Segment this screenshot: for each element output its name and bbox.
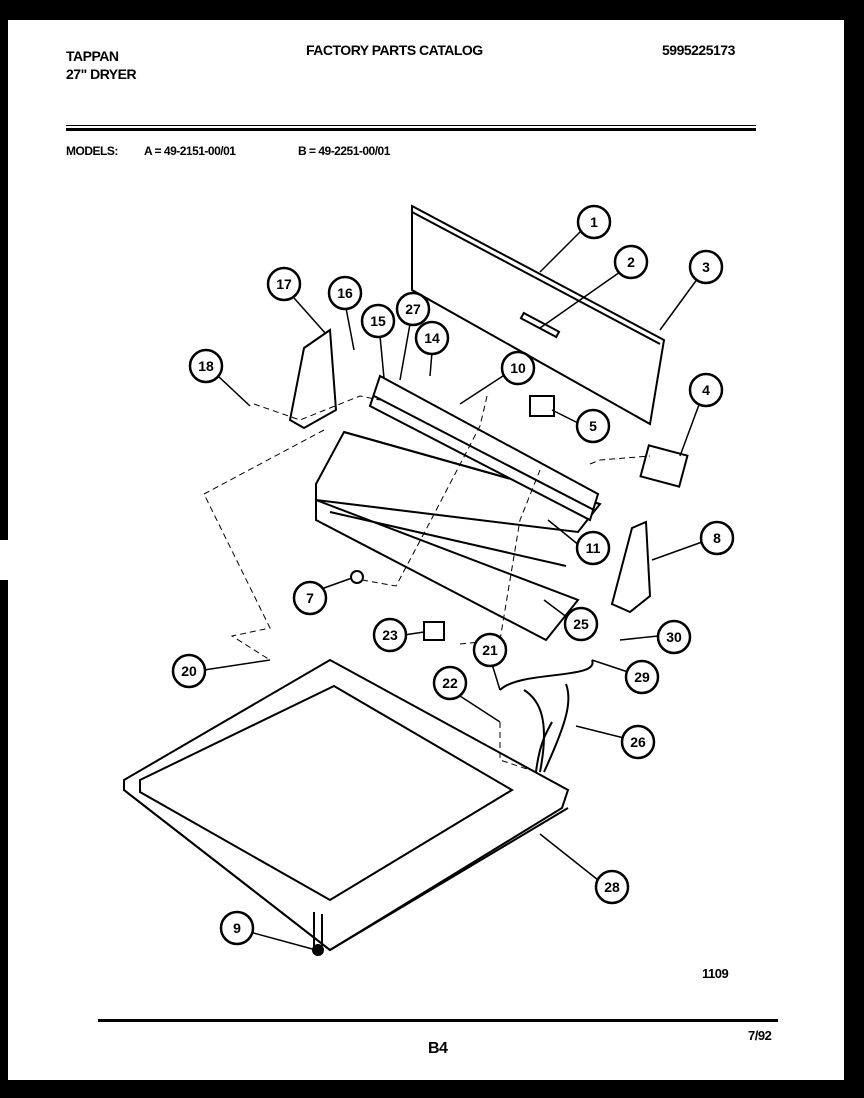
callout-20: 20 <box>171 653 207 689</box>
callout-2: 2 <box>613 244 649 280</box>
part-rear-panel <box>411 204 666 426</box>
svg-text:22: 22 <box>442 675 458 691</box>
part-knob <box>350 570 364 584</box>
callout-14: 14 <box>414 320 450 356</box>
callout-7: 7 <box>292 580 328 616</box>
svg-text:28: 28 <box>604 879 620 895</box>
model-a: A = 49-2151-00/01 <box>144 144 236 158</box>
svg-text:4: 4 <box>702 382 710 398</box>
part-end-bracket <box>288 328 338 430</box>
part-leg <box>312 944 324 956</box>
header-rule <box>66 128 756 131</box>
revision-date: 7/92 <box>748 1028 772 1043</box>
figure-number: 1109 <box>702 966 729 981</box>
svg-text:7: 7 <box>306 590 314 606</box>
svg-text:20: 20 <box>181 663 197 679</box>
part-wire-harness <box>523 689 545 773</box>
callout-25: 25 <box>563 606 599 642</box>
callout-4: 4 <box>688 372 724 408</box>
svg-text:5: 5 <box>589 418 597 434</box>
svg-text:9: 9 <box>233 920 241 936</box>
svg-text:18: 18 <box>198 358 214 374</box>
svg-text:15: 15 <box>370 313 386 329</box>
part-light-socket <box>423 621 445 641</box>
callout-26: 26 <box>620 724 656 760</box>
svg-text:27: 27 <box>405 301 421 317</box>
callout-23: 23 <box>372 617 408 653</box>
svg-text:17: 17 <box>276 276 292 292</box>
svg-text:21: 21 <box>482 642 498 658</box>
callout-27: 27 <box>395 291 431 327</box>
svg-text:25: 25 <box>573 616 589 632</box>
part-trim-strip <box>368 374 600 522</box>
svg-text:30: 30 <box>666 629 682 645</box>
callout-29: 29 <box>624 659 660 695</box>
callout-18: 18 <box>188 348 224 384</box>
callout-30: 30 <box>656 619 692 655</box>
product-name: 27" DRYER <box>66 66 137 82</box>
models-label: MODELS: <box>66 144 118 158</box>
part-end-cap <box>610 520 652 614</box>
catalog-number: 5995225173 <box>662 42 735 58</box>
callout-28: 28 <box>594 869 630 905</box>
part-timer <box>529 395 555 417</box>
part-switch <box>639 444 689 488</box>
svg-text:3: 3 <box>702 259 710 275</box>
callout-17: 17 <box>266 266 302 302</box>
callout-16: 16 <box>327 275 363 311</box>
svg-text:1: 1 <box>590 214 598 230</box>
callout-21: 21 <box>472 632 508 668</box>
svg-text:23: 23 <box>382 627 398 643</box>
header-rule-thin <box>66 125 756 126</box>
svg-text:26: 26 <box>630 734 646 750</box>
page-number: B4 <box>428 1040 448 1057</box>
callout-3: 3 <box>688 249 724 285</box>
catalog-title: FACTORY PARTS CATALOG <box>306 42 483 58</box>
svg-text:29: 29 <box>634 669 650 685</box>
callout-10: 10 <box>500 350 536 386</box>
svg-text:16: 16 <box>337 285 353 301</box>
edge-mark <box>0 540 10 580</box>
part-cabinet-top <box>123 658 570 952</box>
part-hinge <box>519 311 561 339</box>
callout-5: 5 <box>575 408 611 444</box>
callout-15: 15 <box>360 303 396 339</box>
svg-text:11: 11 <box>586 540 601 556</box>
callout-8: 8 <box>699 520 735 556</box>
model-b: B = 49-2251-00/01 <box>298 144 390 158</box>
callout-11: 11 <box>575 530 611 566</box>
footer-rule <box>98 1019 778 1022</box>
brand-name: TAPPAN <box>66 48 119 64</box>
callout-22: 22 <box>432 665 468 701</box>
svg-text:10: 10 <box>510 360 526 376</box>
svg-text:2: 2 <box>627 254 635 270</box>
svg-text:8: 8 <box>713 530 721 546</box>
parts-drawing <box>123 204 703 956</box>
callout-1: 1 <box>576 204 612 240</box>
svg-text:14: 14 <box>424 330 440 346</box>
callout-9: 9 <box>219 910 255 946</box>
leader-lines <box>203 229 703 951</box>
